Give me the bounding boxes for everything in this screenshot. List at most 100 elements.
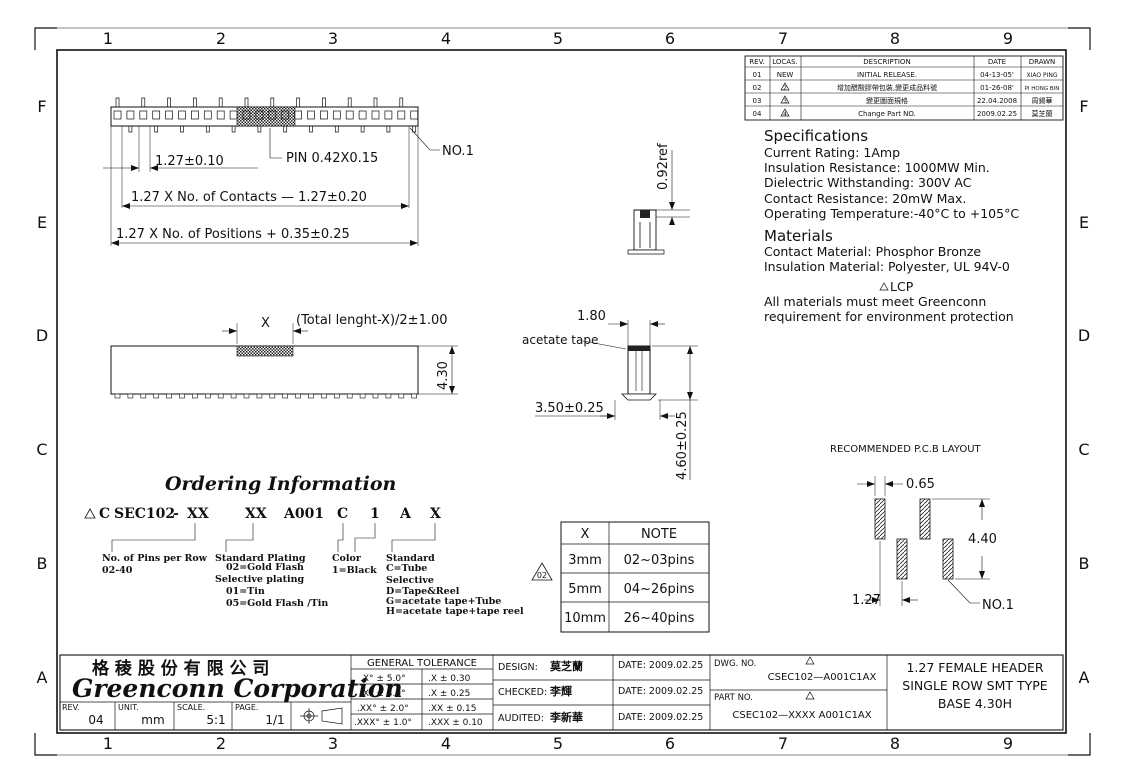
- spec-line-1: Current Rating: 1Amp: [764, 145, 900, 160]
- company-name-en: Greenconn Corporation: [72, 674, 403, 703]
- spec-line-3: Dielectric Withstanding: 300V AC: [764, 175, 972, 190]
- pcb-title: RECOMMENDED P.C.B LAYOUT: [830, 444, 982, 455]
- xtable-mark: 02: [537, 571, 547, 580]
- label-no1-top: NO.1: [442, 144, 474, 159]
- pin-socket: [410, 110, 419, 120]
- pin-tail: [360, 126, 365, 133]
- code-plating: XX: [245, 506, 267, 522]
- end-view: 0.92ref: [627, 143, 690, 255]
- spec-line-4: Contact Resistance: 20mW Max.: [764, 191, 966, 206]
- row-b: B: [37, 554, 48, 573]
- rev-row-1-rev: 01: [753, 71, 762, 79]
- drawing-title-2: SINGLE ROW SMT TYPE: [902, 678, 1047, 693]
- rev-row-2-date: 01-26-08': [980, 84, 1014, 92]
- pin-foot: [179, 393, 185, 399]
- design-value: 莫芝蘭: [549, 659, 583, 673]
- ordering-title: Ordering Information: [165, 473, 396, 495]
- xtable-header-note: NOTE: [641, 527, 677, 542]
- rev-row-1-desc: INITIAL RELEASE.: [857, 71, 917, 79]
- page-value: 1/1: [265, 713, 284, 727]
- rev-row-4-locas: 4: [783, 111, 787, 118]
- pin-socket: [268, 110, 277, 120]
- materials-line-2: Insulation Material: Polyester, UL 94V-0: [764, 259, 1010, 274]
- dim-h460: 4.60±0.25: [675, 411, 690, 480]
- pin-foot: [140, 393, 147, 399]
- tol-angle-2: .X° ± 3.0°: [360, 689, 406, 699]
- pin-foot: [372, 393, 379, 399]
- pin-foot: [217, 393, 224, 399]
- x-note-table: X NOTE 3mm 02~03pins 5mm 04~26pins 10mm …: [531, 521, 710, 633]
- materials-note-1: All materials must meet Greenconn: [764, 294, 986, 309]
- rev-row-2-rev: 02: [753, 84, 762, 92]
- pin-tail: [412, 126, 417, 133]
- page-label: PAGE.: [235, 703, 258, 712]
- col-2-bottom: 2: [216, 734, 226, 753]
- revision-table: REV. LOCAS. DESCRIPTION DATE DRAWN 01 NE…: [744, 55, 1064, 121]
- sheet-frame: [34, 27, 1091, 756]
- rev-row-4-drawn: 莫芝蘭: [1032, 109, 1053, 118]
- checked-date: DATE: 2009.02.25: [618, 686, 703, 697]
- xtable-row-1-x: 3mm: [568, 553, 602, 568]
- order-standard-6: H=acetate tape+tape reel: [386, 606, 524, 617]
- rev-row-2-locas: 2: [783, 85, 787, 92]
- rev-header-drawn: DRAWN: [1029, 58, 1056, 66]
- pin-socket: [216, 110, 225, 120]
- code-a: A: [399, 506, 412, 522]
- pin-tail: [141, 97, 146, 107]
- row-e: E: [37, 213, 47, 232]
- pin-tail: [373, 97, 378, 107]
- pin-foot: [282, 393, 289, 399]
- pin-tail: [244, 97, 249, 107]
- tol-angle-4: .XXX° ± 1.0°: [354, 718, 412, 728]
- dim-x: X: [261, 316, 270, 331]
- col-5-bottom: 5: [553, 734, 563, 753]
- pin-socket: [294, 110, 302, 120]
- projection-symbol-icon: [300, 707, 343, 725]
- pin-foot: [411, 393, 418, 399]
- col-8: 8: [890, 29, 900, 48]
- tol-linear-1: .X ± 0.30: [428, 674, 471, 684]
- order-plating-4: 01=Tin: [226, 586, 265, 597]
- dim-total: (Total lenght-X)/2±1.00: [296, 313, 448, 328]
- pcb-pad-4: [942, 538, 954, 580]
- part-triangle-icon: [805, 691, 815, 700]
- spec-line-5: Operating Temperature:-40°C to +105°C: [764, 206, 1019, 221]
- pin-foot: [153, 393, 159, 399]
- row-c-right: C: [1078, 440, 1089, 459]
- unit-value: mm: [141, 713, 164, 727]
- checked-label: CHECKED:: [498, 687, 547, 698]
- rev-header-locas: LOCAS.: [772, 58, 798, 66]
- rev-row-4-desc: Change Part NO.: [858, 110, 916, 118]
- col-8-bottom: 8: [890, 734, 900, 753]
- pin-tail: [257, 126, 262, 133]
- col-9: 9: [1003, 29, 1013, 48]
- pin-socket: [191, 110, 199, 120]
- pin-socket: [113, 110, 122, 120]
- row-d: D: [36, 326, 48, 345]
- rev-row-3-desc: 變更圖面規格: [866, 96, 908, 105]
- code-x: X: [430, 506, 441, 522]
- col-1-bottom: 1: [103, 734, 113, 753]
- col-5: 5: [553, 29, 563, 48]
- pin-socket: [384, 110, 393, 120]
- pin-tail: [386, 126, 391, 133]
- audited-value: 李新華: [549, 710, 583, 724]
- pin-foot: [333, 393, 340, 399]
- checked-value: 李輝: [549, 684, 572, 698]
- pin-tail: [322, 97, 326, 107]
- pin-socket: [281, 110, 290, 120]
- order-plating-1: Standard Plating: [215, 553, 306, 564]
- dwg-no-value: CSEC102—A001C1AX: [768, 672, 877, 683]
- part-no-value: CSEC102—XXXX A001C1AX: [732, 710, 871, 721]
- xtable-triangle-icon: [531, 562, 553, 581]
- spec-line-2: Insulation Resistance: 1000MW Min.: [764, 160, 990, 175]
- pcb-layout: RECOMMENDED P.C.B LAYOUT 0.65 4.40 1.27 …: [830, 444, 1014, 613]
- rev-row-1-date: 04-13-05': [980, 71, 1014, 79]
- col-7: 7: [778, 29, 788, 48]
- row-f-right: F: [1079, 97, 1088, 116]
- materials-lcp: LCP: [890, 279, 914, 294]
- pcb-pad-3: [919, 498, 931, 540]
- dim-pitch: 1.27±0.10: [155, 154, 224, 169]
- row-a: A: [37, 668, 48, 687]
